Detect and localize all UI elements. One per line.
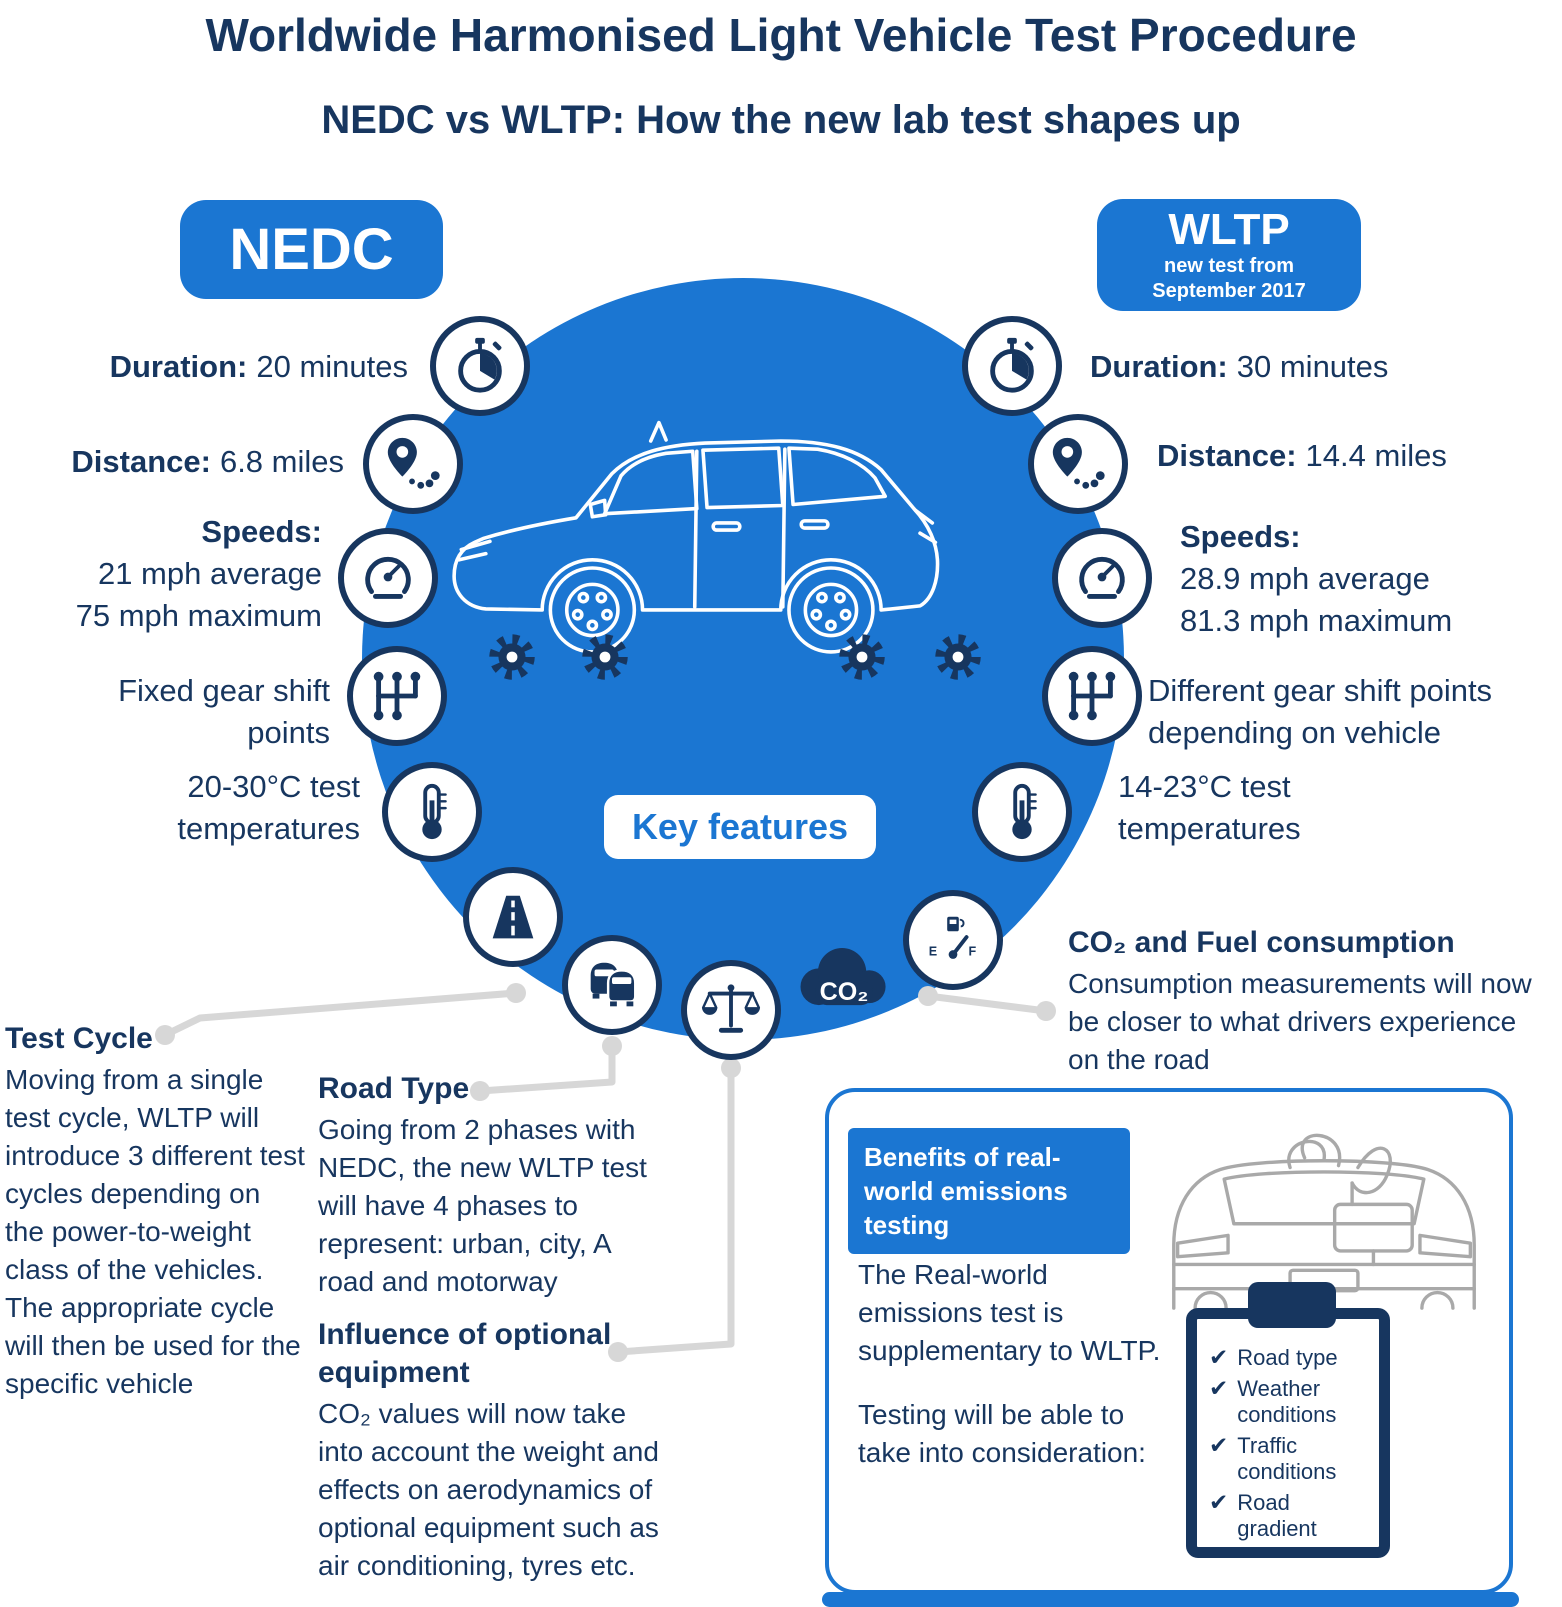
road-icon xyxy=(463,867,563,967)
nedc-duration-label: Duration: xyxy=(109,349,248,384)
wltp-distance-pin-icon xyxy=(1028,414,1128,514)
test-cycle-title: Test Cycle xyxy=(5,1022,153,1055)
checklist-item-label: Traffic conditions xyxy=(1237,1433,1337,1484)
road-type-section: Road Type Going from 2 phases with NEDC,… xyxy=(318,1070,648,1301)
wltp-distance: Distance:14.4 miles xyxy=(1157,435,1447,477)
checklist-clipboard: ✔ Road type ✔ Weather conditions ✔ Traff… xyxy=(1186,1308,1390,1558)
nedc-speed-maximum: 75 mph maximum xyxy=(75,598,322,633)
nedc-distance: Distance:6.8 miles xyxy=(71,441,344,483)
test-cycle-body: Moving from a single test cycle, WLTP wi… xyxy=(5,1064,305,1399)
wltp-speedometer-icon xyxy=(1052,528,1152,628)
co2-fuel-section: CO₂ and Fuel consumption Consumption mea… xyxy=(1068,924,1548,1079)
car-side-illustration xyxy=(452,420,940,654)
rear-car-emissions-illustration xyxy=(1172,1133,1476,1310)
checklist-item-label: Road type xyxy=(1237,1345,1338,1370)
wltp-speed-maximum: 81.3 mph maximum xyxy=(1180,603,1453,638)
nedc-gearshift-icon xyxy=(347,646,447,746)
page-title: Worldwide Harmonised Light Vehicle Test … xyxy=(205,9,1357,61)
clipboard-clip xyxy=(1248,1282,1336,1328)
fuel-gauge-icon: E F xyxy=(903,890,1003,990)
co2-fuel-body: Consumption measurements will now be clo… xyxy=(1068,968,1532,1075)
checklist-item: ✔ Traffic conditions xyxy=(1209,1433,1373,1485)
nedc-stopwatch-icon xyxy=(430,316,530,416)
optional-equipment-title: Influence of optional equipment xyxy=(318,1318,612,1389)
wltp-duration-value: 30 minutes xyxy=(1236,349,1389,384)
fuel-empty-label: E xyxy=(929,945,937,959)
optional-equipment-body: CO₂ values will now take into account th… xyxy=(318,1398,659,1581)
wltp-badge-subtitle-line2: September 2017 xyxy=(1152,280,1306,302)
wltp-speeds-label: Speeds: xyxy=(1180,519,1301,554)
traffic-cars-icon xyxy=(562,935,662,1035)
wltp-gear-shift: Different gear shift points depending on… xyxy=(1148,673,1493,750)
nedc-duration-value: 20 minutes xyxy=(256,349,408,384)
cog-wheel-icon xyxy=(932,631,984,683)
checklist-item-label: Road gradient xyxy=(1237,1490,1317,1541)
wltp-duration-label: Duration: xyxy=(1090,349,1228,384)
benefits-badge: Benefits of real-world emissions testing xyxy=(848,1128,1130,1254)
wltp-speeds: Speeds: 28.9 mph average 81.3 mph maximu… xyxy=(1180,516,1452,642)
benefits-consideration: Testing will be able to take into consid… xyxy=(858,1399,1146,1468)
co2-fuel-title: CO₂ and Fuel consumption xyxy=(1068,926,1455,959)
wltp-stopwatch-icon xyxy=(962,316,1062,416)
check-icon: ✔ xyxy=(1209,1433,1229,1459)
check-icon: ✔ xyxy=(1209,1345,1229,1371)
nedc-distance-value: 6.8 miles xyxy=(219,444,344,479)
checklist-item: ✔ Road type xyxy=(1209,1345,1373,1371)
road-type-title: Road Type xyxy=(318,1072,470,1105)
check-icon: ✔ xyxy=(1209,1490,1229,1516)
nedc-thermometer-icon xyxy=(382,762,482,862)
nedc-badge: NEDC xyxy=(180,200,443,299)
cog-wheel-icon xyxy=(486,631,538,683)
wltp-distance-label: Distance: xyxy=(1157,438,1297,473)
nedc-speeds: Speeds: 21 mph average 75 mph maximum xyxy=(76,511,322,637)
nedc-speedometer-icon xyxy=(338,528,438,628)
benefits-intro: The Real-world emissions test is supplem… xyxy=(858,1259,1161,1366)
wltp-badge-subtitle-line1: new test from xyxy=(1163,255,1295,277)
scales-icon xyxy=(681,960,781,1060)
wltp-duration: Duration:30 minutes xyxy=(1090,346,1388,388)
wltp-badge-title: WLTP xyxy=(1168,205,1290,254)
wltp-speed-average: 28.9 mph average xyxy=(1180,561,1430,596)
check-icon: ✔ xyxy=(1209,1376,1229,1402)
cog-wheel-icon xyxy=(579,631,631,683)
checklist-item-label: Weather conditions xyxy=(1237,1376,1337,1427)
co2-cloud-label: CO₂ xyxy=(820,978,869,1006)
checklist-item: ✔ Weather conditions xyxy=(1209,1376,1373,1428)
key-features-label: Key features xyxy=(604,795,876,859)
nedc-distance-pin-icon xyxy=(363,414,463,514)
nedc-speed-average: 21 mph average xyxy=(97,556,322,591)
co2-cloud-icon: CO₂ xyxy=(800,948,886,1006)
nedc-speeds-label: Speeds: xyxy=(201,514,322,549)
page-subtitle: NEDC vs WLTP: How the new lab test shape… xyxy=(321,98,1241,142)
optional-equipment-section: Influence of optional equipment CO₂ valu… xyxy=(318,1316,678,1585)
road-type-body: Going from 2 phases with NEDC, the new W… xyxy=(318,1114,647,1297)
wltp-temperature: 14-23°C test temperatures xyxy=(1118,769,1301,846)
fuel-full-label: F xyxy=(969,945,977,959)
nedc-gear-shift: Fixed gear shift points xyxy=(118,673,330,750)
wltp-badge: WLTP new test from September 2017 xyxy=(1097,199,1361,311)
wltp-thermometer-icon xyxy=(972,762,1072,862)
nedc-duration: Duration:20 minutes xyxy=(110,346,408,388)
checklist-item: ✔ Road gradient xyxy=(1209,1490,1373,1542)
wltp-gearshift-icon xyxy=(1042,646,1142,746)
test-cycle-section: Test Cycle Moving from a single test cyc… xyxy=(5,1020,305,1403)
wltp-distance-value: 14.4 miles xyxy=(1305,438,1447,473)
benefits-box-bottom-bar xyxy=(822,1592,1519,1607)
nedc-temperature: 20-30°C test temperatures xyxy=(177,769,360,846)
nedc-distance-label: Distance: xyxy=(71,444,211,479)
cog-wheel-icon xyxy=(836,631,888,683)
